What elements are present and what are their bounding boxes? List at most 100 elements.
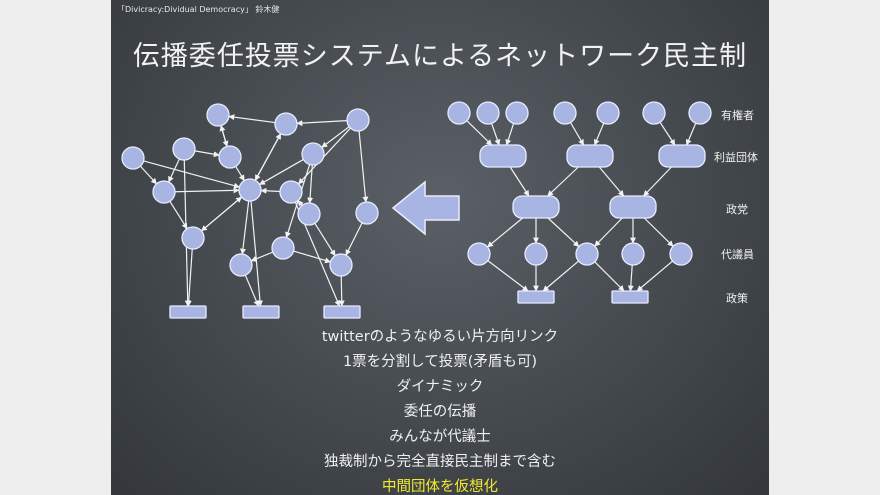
bullet-item: ダイナミック xyxy=(396,379,484,395)
edge-arrow xyxy=(643,166,672,197)
node-circle xyxy=(172,137,196,161)
node-circle xyxy=(329,253,353,277)
level-label: 政党 xyxy=(726,202,748,216)
node-policy xyxy=(169,305,207,319)
edge-arrow xyxy=(643,217,674,247)
edge-arrow xyxy=(239,200,250,255)
edge-arrow xyxy=(345,222,363,256)
edge-arrow xyxy=(244,274,260,307)
edge-arrow xyxy=(143,160,240,189)
edge-arrow xyxy=(260,187,281,194)
node-circle xyxy=(229,253,253,277)
edge-arrow xyxy=(594,261,625,292)
network-diagram: 有権者 利益団体 政党 代議員 政策 xyxy=(121,101,758,319)
node-circle xyxy=(621,242,645,266)
node-circle xyxy=(575,242,599,266)
edge-arrow xyxy=(259,158,304,186)
level-label: 政策 xyxy=(726,291,748,305)
bullet-item: 独裁制から完全直接民主制まで含む xyxy=(324,454,556,470)
node-circle xyxy=(238,178,262,202)
edge-arrow xyxy=(254,133,282,181)
big-left-arrow-icon xyxy=(391,180,460,236)
edge-arrow xyxy=(570,122,585,146)
edge-arrow xyxy=(297,200,304,207)
level-labels: 有権者 利益団体 政党 代議員 政策 xyxy=(714,108,758,305)
edge-arrow xyxy=(627,264,634,292)
level-label: 有権者 xyxy=(721,108,754,122)
bullet-item: 委任の伝播 xyxy=(403,404,477,420)
node-circle xyxy=(301,142,325,166)
node-circle xyxy=(297,202,321,226)
edge-arrow xyxy=(298,127,351,185)
node-circle xyxy=(279,180,303,204)
edge-arrow xyxy=(307,164,314,204)
edges-layer xyxy=(139,114,697,307)
node-circle xyxy=(505,101,529,125)
node-circle xyxy=(553,101,577,125)
level-label: 利益団体 xyxy=(714,150,758,164)
node-policy xyxy=(242,305,280,319)
edge-arrow xyxy=(547,166,579,197)
edge-arrow xyxy=(194,150,220,158)
edge-arrow xyxy=(487,217,524,248)
node-circle xyxy=(152,180,176,204)
node-circle xyxy=(346,108,370,132)
edge-arrow xyxy=(685,122,697,146)
node-policy xyxy=(611,290,649,304)
edge-arrow xyxy=(174,187,240,194)
node-policy xyxy=(323,305,361,319)
edge-arrow xyxy=(219,124,228,147)
edge-arrow xyxy=(594,217,623,247)
edge-arrow xyxy=(509,166,530,197)
slide-title: 伝播委任投票システムによるネットワーク民主制 xyxy=(132,41,748,72)
edge-arrow xyxy=(338,275,345,307)
edge-arrow xyxy=(228,114,276,124)
edge-arrow xyxy=(487,260,529,292)
edge-arrow xyxy=(598,166,625,197)
node-group xyxy=(658,144,706,168)
edge-arrow xyxy=(593,122,605,146)
node-circle xyxy=(355,201,379,225)
edge-arrow xyxy=(491,123,501,146)
edge-arrow xyxy=(314,222,336,257)
node-group xyxy=(609,195,657,219)
node-circle xyxy=(524,242,548,266)
node-circle xyxy=(596,101,620,125)
edge-arrow xyxy=(139,165,158,185)
edge-arrow xyxy=(542,260,579,292)
bullet-item: twitterのようなゆるい片方向リンク xyxy=(321,329,559,345)
level-label: 代議員 xyxy=(721,247,754,261)
edge-arrow xyxy=(636,260,673,292)
node-group xyxy=(512,195,560,219)
edge-arrow xyxy=(168,158,180,183)
node-circle xyxy=(218,145,242,169)
edge-arrow xyxy=(466,120,493,146)
edge-arrow xyxy=(358,130,369,203)
node-circle xyxy=(467,242,491,266)
node-circle xyxy=(206,103,230,127)
node-circle xyxy=(642,101,666,125)
edge-arrow xyxy=(201,196,243,232)
node-circle xyxy=(121,146,145,170)
bullet-item-highlight: 中間団体を仮想化 xyxy=(382,479,498,495)
nodes-layer xyxy=(121,101,712,319)
node-circle xyxy=(271,236,295,260)
node-group xyxy=(566,144,614,168)
edge-arrow xyxy=(659,121,676,146)
edge-arrow xyxy=(505,123,515,146)
edge-arrow xyxy=(169,200,188,230)
node-circle xyxy=(688,101,712,125)
node-circle xyxy=(274,112,298,136)
edge-arrow xyxy=(250,200,263,307)
edge-arrow xyxy=(293,250,332,264)
edge-arrow xyxy=(235,166,245,182)
node-group xyxy=(479,144,527,168)
edge-arrow xyxy=(296,120,348,127)
node-circle xyxy=(181,226,205,250)
node-circle xyxy=(476,101,500,125)
bullet-item: 1票を分割して投票(矛盾も可) xyxy=(342,354,538,370)
node-circle xyxy=(669,242,693,266)
slide: 「Divicracy:Dividual Democracy」 鈴木健 伝播委任投… xyxy=(111,0,769,495)
edge-arrow xyxy=(185,248,193,307)
node-circle xyxy=(447,101,471,125)
